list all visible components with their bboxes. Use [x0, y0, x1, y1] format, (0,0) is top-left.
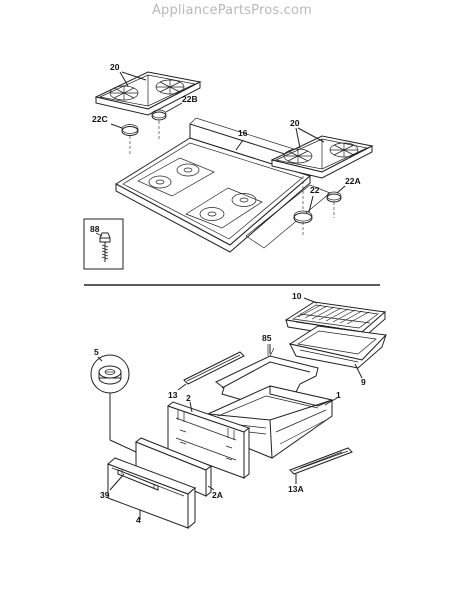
label-left-slide: 13 — [168, 390, 178, 400]
label-screw: 88 — [90, 224, 100, 234]
label-broiler-pan: 9 — [361, 377, 366, 387]
label-22a: 22A — [345, 176, 361, 186]
drawer-handle — [117, 469, 159, 491]
label-handle: 39 — [100, 490, 110, 500]
label-drawer-front: 4 — [136, 515, 141, 525]
label-22c: 22C — [92, 114, 108, 124]
label-drawer-back: 2 — [186, 393, 191, 403]
right-burner-grate — [270, 135, 374, 179]
drawer-inner-panel — [135, 437, 212, 498]
broiler-pan — [288, 325, 388, 369]
burner-cap-22b — [151, 109, 167, 121]
label-drawer-frame: 85 — [262, 333, 272, 343]
burner-cap-22c — [121, 124, 139, 136]
knob-detail-circle — [90, 354, 130, 394]
label-knob: 5 — [94, 347, 99, 357]
label-drawer-panel: 2A — [212, 490, 223, 500]
label-cooktop: 16 — [238, 128, 248, 138]
label-broiler-pan-insert: 10 — [292, 291, 302, 301]
screw-inset-box — [83, 218, 124, 270]
burner-cap-22a — [326, 191, 342, 203]
right-drawer-slide — [289, 447, 353, 475]
label-right-slide: 13A — [288, 484, 304, 494]
burner-cap-22 — [293, 210, 313, 224]
label-22b: 22B — [182, 94, 198, 104]
label-drawer-body: 1 — [336, 390, 341, 400]
drawer-back-panel — [166, 401, 251, 480]
label-right-grate: 20 — [290, 118, 300, 128]
left-burner-grate — [94, 71, 202, 116]
left-drawer-slide — [183, 351, 245, 385]
watermark: AppliancePartsPros.com — [151, 3, 313, 18]
label-22: 22 — [310, 185, 320, 195]
label-left-grate: 20 — [110, 62, 120, 72]
drawer-front-panel — [107, 457, 196, 530]
